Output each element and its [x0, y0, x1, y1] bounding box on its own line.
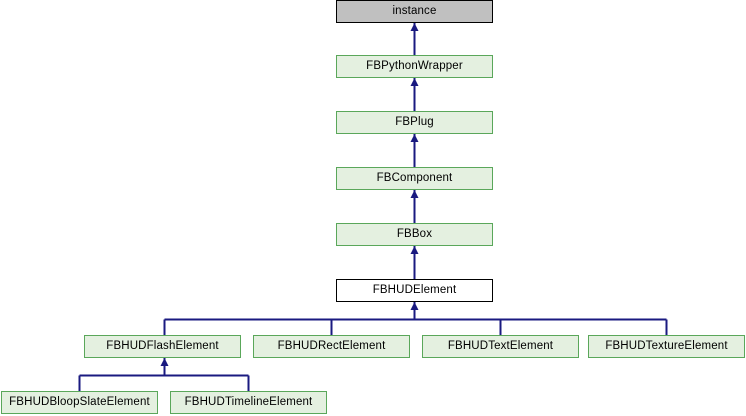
node-fbplug[interactable]: FBPlug	[336, 111, 493, 134]
node-label: FBHUDFlashElement	[106, 339, 219, 352]
node-fbhudtimelineelement[interactable]: FBHUDTimelineElement	[170, 391, 327, 414]
node-label: FBComponent	[376, 171, 453, 184]
arrowhead-fbplug	[410, 134, 419, 142]
node-fbbox[interactable]: FBBox	[336, 223, 493, 246]
arrowhead-fbhudelement	[410, 302, 419, 310]
node-fbcomponent[interactable]: FBComponent	[336, 167, 493, 190]
arrowhead-fbpythonwrapper	[410, 78, 419, 86]
node-fbhudflashelement[interactable]: FBHUDFlashElement	[84, 335, 241, 358]
arrowhead-fbbox	[410, 246, 419, 254]
node-fbhudtextelement[interactable]: FBHUDTextElement	[422, 335, 579, 358]
node-label: FBBox	[396, 227, 433, 240]
node-label: FBHUDTextElement	[447, 339, 554, 352]
node-fbhudtextureelement[interactable]: FBHUDTextureElement	[588, 335, 745, 358]
node-fbhudrectelement[interactable]: FBHUDRectElement	[253, 335, 410, 358]
node-label: FBHUDTextureElement	[605, 339, 728, 352]
node-label: FBHUDTimelineElement	[184, 395, 313, 408]
node-label: instance	[392, 4, 437, 17]
arrowhead-fbhudflashelement	[160, 358, 169, 366]
node-label: FBHUDRectElement	[277, 339, 386, 352]
node-fbhudelement[interactable]: FBHUDElement	[336, 279, 493, 302]
node-label: FBPythonWrapper	[366, 59, 463, 72]
node-fbpythonwrapper[interactable]: FBPythonWrapper	[336, 55, 493, 78]
node-label: FBHUDBloopSlateElement	[9, 395, 150, 408]
node-instance[interactable]: instance	[336, 0, 493, 23]
node-label: FBPlug	[395, 115, 434, 128]
arrowhead-fbcomponent	[410, 190, 419, 198]
node-label: FBHUDElement	[372, 283, 457, 296]
node-fbhudbloopslateelement[interactable]: FBHUDBloopSlateElement	[1, 391, 158, 414]
arrowhead-instance	[410, 23, 419, 31]
